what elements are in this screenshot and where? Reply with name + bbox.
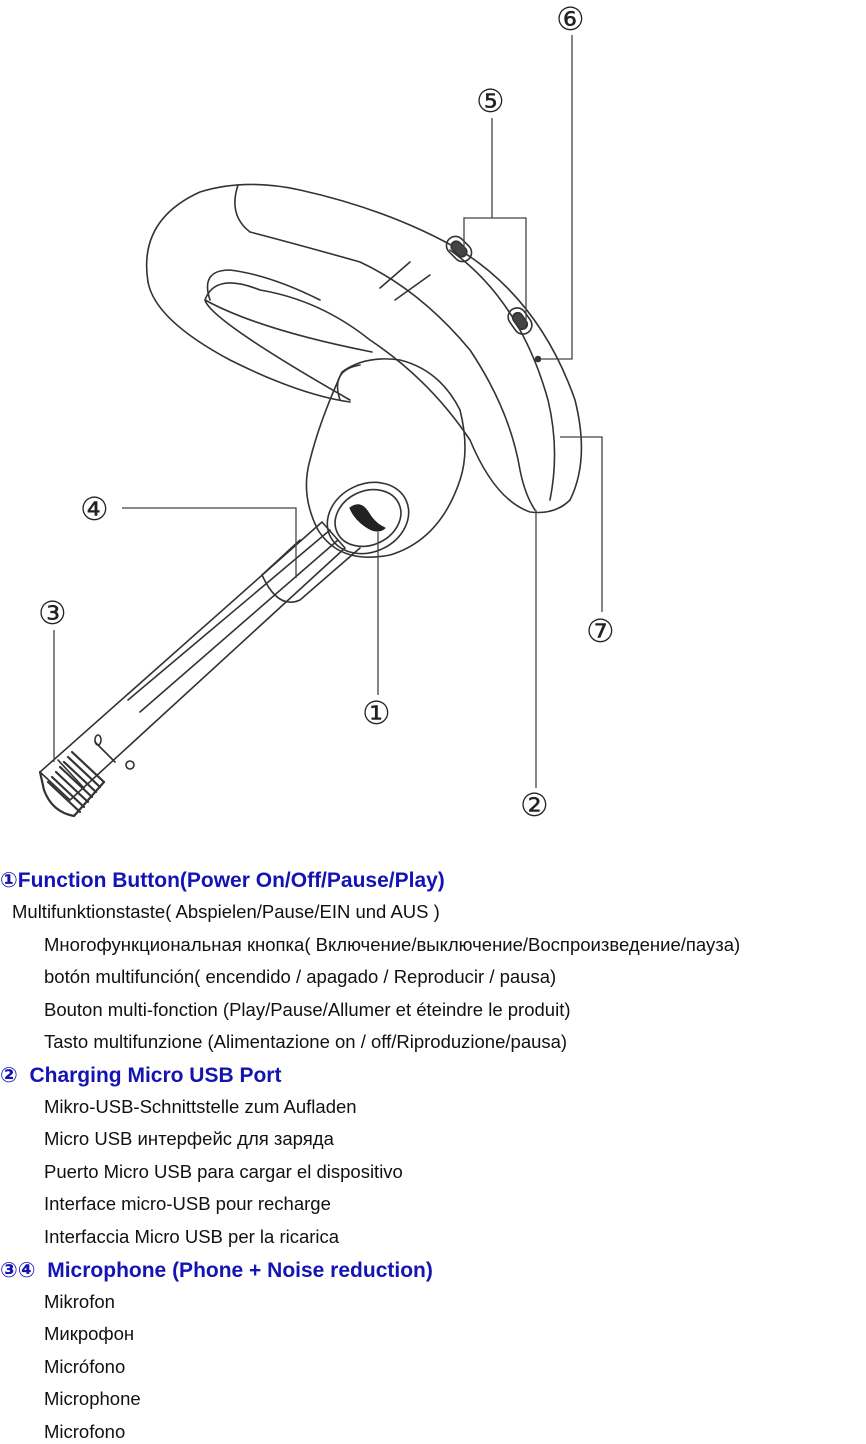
section-heading-microphone: ③④ Microphone (Phone + Noise reduction) xyxy=(0,1256,433,1285)
list-item: Microfono xyxy=(44,1421,126,1442)
list-item: Interface micro-USB pour recharge xyxy=(44,1193,331,1214)
list-item: Bouton multi-fonction (Play/Pause/Allume… xyxy=(44,999,571,1020)
list-item: Multifunktionstaste( Abspielen/Pause/EIN… xyxy=(12,901,440,922)
callout-7: ⑦ xyxy=(586,612,615,650)
section-heading-function-button: ①Function Button(Power On/Off/Pause/Play… xyxy=(0,866,445,895)
list-item: Microphone xyxy=(44,1388,141,1409)
headset-diagram: ① ② ③ ④ ⑤ ⑥ ⑦ xyxy=(38,0,615,824)
section-marker: ② xyxy=(0,1063,18,1087)
list-item: Mikrofon xyxy=(44,1291,115,1312)
list-item: Micrófono xyxy=(44,1356,126,1377)
list-item: Mikro-USB-Schnittstelle zum Aufladen xyxy=(44,1096,357,1117)
section-title: Microphone (Phone + Noise reduction) xyxy=(47,1259,433,1282)
section-marker: ① xyxy=(0,868,18,892)
list-item: Tasto multifunzione (Alimentazione on / … xyxy=(44,1031,568,1052)
callout-leaders xyxy=(53,35,603,788)
callout-1: ① xyxy=(362,694,391,732)
microphone-grille xyxy=(38,750,106,818)
list-item: Micro USB интерфейс для заряда xyxy=(44,1128,334,1149)
section-title: Function Button(Power On/Off/Pause/Play) xyxy=(17,869,445,892)
list-item: botón multifunción( encendido / apagado … xyxy=(44,966,557,987)
phone-icon xyxy=(349,504,386,532)
callout-5: ⑤ xyxy=(476,82,505,120)
list-item: Многофункциональная кнопка( Включение/вы… xyxy=(44,934,741,955)
callout-4: ④ xyxy=(80,490,109,528)
list-item: Puerto Micro USB para cargar el disposit… xyxy=(44,1161,403,1182)
callout-3: ③ xyxy=(38,594,67,632)
list-item: Interfaccia Micro USB per la ricarica xyxy=(44,1226,340,1247)
headset-body xyxy=(145,183,583,514)
list-item: Микрофон xyxy=(44,1323,135,1344)
section-marker: ③④ xyxy=(0,1258,36,1282)
callout-6: ⑥ xyxy=(556,0,585,38)
led-indicator xyxy=(534,355,542,363)
boom-microphone xyxy=(39,521,361,801)
section-title: Charging Micro USB Port xyxy=(29,1064,282,1087)
earbud xyxy=(305,358,466,558)
section-heading-charging-port: ② Charging Micro USB Port xyxy=(0,1061,281,1090)
volume-buttons xyxy=(445,235,533,335)
callout-2: ② xyxy=(520,786,549,824)
